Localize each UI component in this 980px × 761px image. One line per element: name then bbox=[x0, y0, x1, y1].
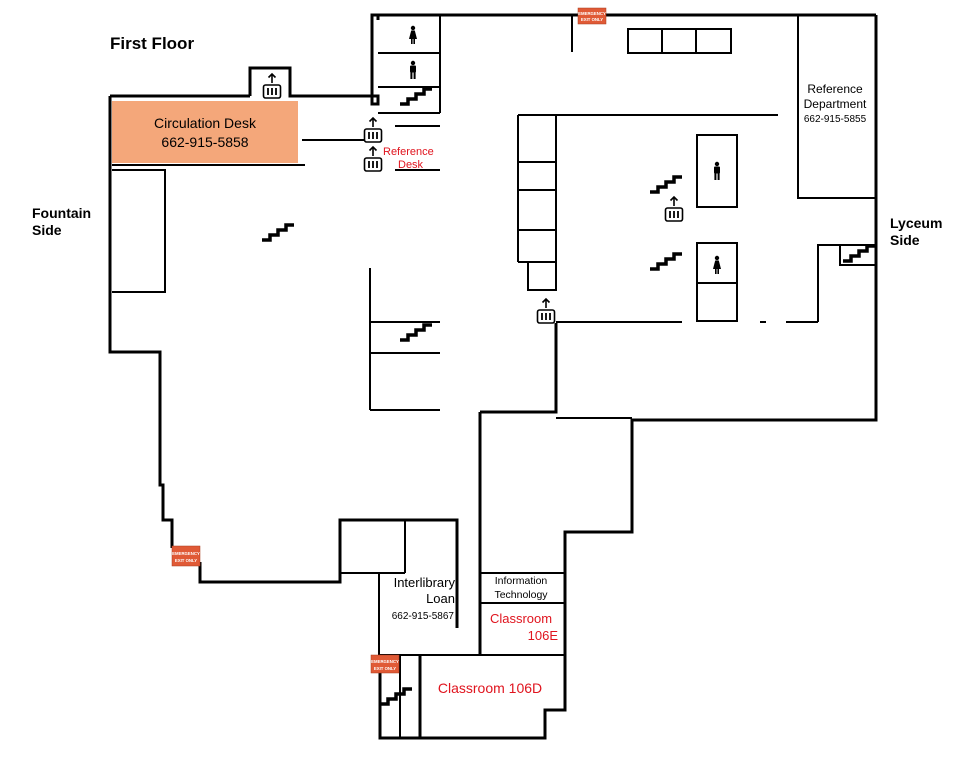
svg-text:EMERGENCY: EMERGENCY bbox=[172, 551, 200, 556]
interlibrary-loan-label: Loan bbox=[426, 591, 455, 606]
svg-text:EMERGENCY: EMERGENCY bbox=[371, 659, 399, 664]
classroom-106e-label: 106E bbox=[528, 628, 559, 643]
reference-department-label: Reference bbox=[807, 82, 863, 96]
classroom-106d-label: Classroom 106D bbox=[438, 680, 542, 696]
stairs-icon bbox=[260, 87, 877, 706]
svg-text:EXIT ONLY: EXIT ONLY bbox=[374, 666, 396, 671]
elevator-icon bbox=[262, 73, 684, 324]
floor-title: First Floor bbox=[110, 34, 194, 53]
lyceum-side-label: Lyceum bbox=[890, 215, 942, 231]
emergency-exit-sign: EMERGENCY EXIT ONLY bbox=[577, 7, 607, 25]
interlibrary-loan-label: Interlibrary bbox=[394, 575, 456, 590]
walls bbox=[108, 13, 878, 740]
reference-department-phone: 662-915-5855 bbox=[804, 114, 867, 125]
information-technology-label: Information bbox=[495, 575, 548, 587]
circulation-desk-name: Circulation Desk bbox=[154, 115, 257, 131]
fountain-side-label: Fountain bbox=[32, 205, 91, 221]
lyceum-side-label: Side bbox=[890, 232, 920, 248]
fountain-side-label: Side bbox=[32, 222, 62, 238]
restroom-women-icon bbox=[409, 25, 721, 274]
reference-department-label: Department bbox=[804, 97, 867, 111]
reference-desk-label: Desk bbox=[398, 159, 424, 171]
circulation-desk-area bbox=[112, 101, 298, 163]
restroom-men-icon bbox=[410, 60, 720, 180]
svg-text:EXIT ONLY: EXIT ONLY bbox=[175, 558, 197, 563]
interior-walls bbox=[112, 15, 876, 411]
interlibrary-loan-phone: 662-915-5867 bbox=[392, 611, 455, 622]
circulation-desk-phone: 662-915-5858 bbox=[161, 134, 248, 150]
information-technology-label: Technology bbox=[494, 589, 548, 601]
emergency-exit-sign: EMERGENCY EXIT ONLY bbox=[171, 545, 201, 567]
reference-desk-label: Reference bbox=[383, 146, 434, 158]
svg-text:EXIT ONLY: EXIT ONLY bbox=[581, 17, 603, 22]
svg-text:EMERGENCY: EMERGENCY bbox=[578, 11, 606, 16]
classroom-106e-label: Classroom bbox=[490, 611, 552, 626]
emergency-exit-sign: EMERGENCY EXIT ONLY bbox=[370, 654, 400, 674]
